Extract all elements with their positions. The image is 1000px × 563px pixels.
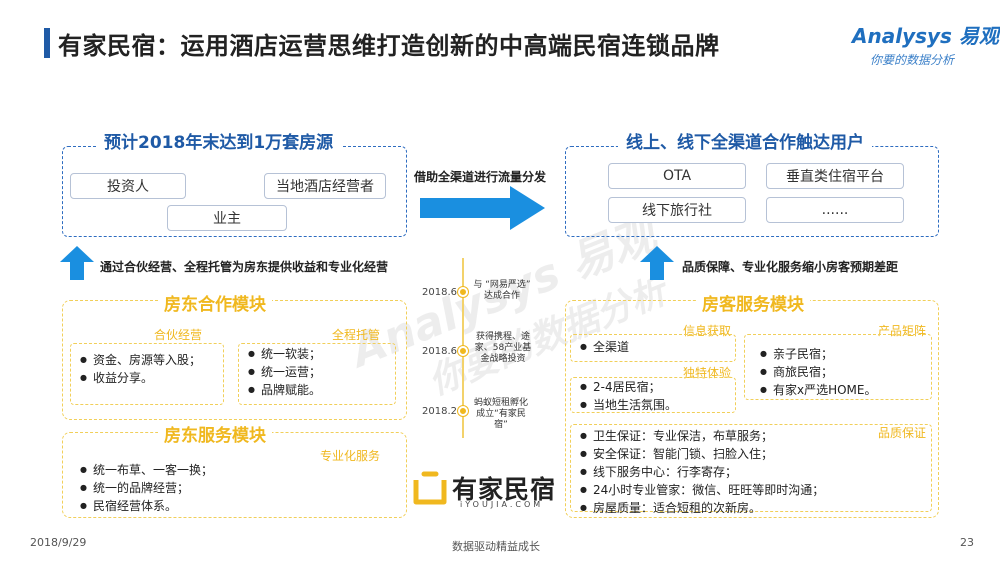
left-up-arrow — [60, 246, 94, 280]
landlord-coop-title: 房东合作模块 — [158, 290, 272, 315]
quality-tag: 品质保证 — [878, 426, 927, 440]
partnership-tag: 合伙经营 — [154, 328, 203, 342]
right-up-arrow — [640, 246, 674, 280]
left-note: 通过合伙经营、全程托管为房东提供收益和专业化经营 — [100, 260, 389, 274]
list-item: 卫生保证：专业保洁，布草服务； — [580, 428, 824, 446]
info-group — [570, 334, 736, 362]
professional-service-tag: 专业化服务 — [320, 449, 381, 463]
list-item: 品牌赋能。 — [248, 382, 321, 400]
hotel-operator-box: 当地酒店经营者 — [264, 173, 386, 199]
timeline-dot — [458, 406, 468, 416]
timeline-dot — [458, 346, 468, 356]
timeline-text: 获得携程、途家、58产业基金战略投资 — [474, 332, 532, 364]
list-item: 统一的品牌经营； — [80, 480, 213, 498]
page-number: 23 — [960, 536, 974, 549]
youjia-logo-name: 有家民宿 — [452, 475, 557, 504]
list-item: 2-4居民宿； — [580, 379, 677, 397]
list-item: 线下服务中心：行李寄存； — [580, 464, 824, 482]
partnership-group — [70, 343, 224, 405]
timeline-date: 2018.6 — [422, 287, 457, 298]
hosting-tag: 全程托管 — [332, 328, 381, 342]
right-arrow — [420, 186, 545, 230]
list-item: 有家x严选HOME。 — [760, 382, 877, 400]
vertical-platform-box: 垂直类住宿平台 — [766, 163, 904, 189]
list-item: 统一运营； — [248, 364, 321, 382]
list-item: 亲子民宿； — [760, 346, 877, 364]
info-bullets: 全渠道 — [580, 339, 629, 357]
brand-logo: Analysys 易观 你要的数据分析 — [852, 20, 999, 70]
list-item: 24小时专业管家：微信、旺旺等即时沟通； — [580, 482, 824, 500]
list-item: 民宿经营体系。 — [80, 498, 213, 516]
right-note: 品质保障、专业化服务缩小房客预期差距 — [682, 260, 899, 274]
page-title: 有家民宿：运用酒店运营思维打造创新的中高端民宿连锁品牌 — [58, 32, 720, 60]
list-item: 收益分享。 — [80, 370, 201, 388]
ota-box: OTA — [608, 163, 746, 189]
list-item: 当地生活氛围。 — [580, 397, 677, 415]
experience-bullets: 2-4居民宿； 当地生活氛围。 — [580, 379, 677, 415]
youjia-logo-url: iYOUJIA.COM — [460, 500, 544, 509]
right-top-box — [565, 146, 939, 237]
list-item: 商旅民宿； — [760, 364, 877, 382]
owner-box: 业主 — [167, 205, 287, 231]
timeline-text: 与 “网易严选” 达成合作 — [473, 280, 531, 301]
footer-date: 2018/9/29 — [30, 536, 87, 549]
landlord-service-bullets: 统一布草、一客一换； 统一的品牌经营； 民宿经营体系。 — [80, 462, 213, 516]
list-item: 房屋质量：适合短租的次新房。 — [580, 500, 824, 518]
list-item: 统一软装； — [248, 346, 321, 364]
timeline-dot — [458, 287, 468, 297]
title-accent-bar — [44, 28, 50, 58]
experience-tag: 独特体验 — [683, 366, 732, 380]
list-item: 全渠道 — [580, 339, 629, 357]
footer-center: 数据驱动精益成长 — [452, 540, 540, 553]
brand-main: Analysys 易观 — [852, 24, 999, 48]
list-item: 统一布草、一客一换； — [80, 462, 213, 480]
more-box: ...... — [766, 197, 904, 223]
offline-agency-box: 线下旅行社 — [608, 197, 746, 223]
timeline-date: 2018.2 — [422, 406, 457, 417]
partnership-bullets: 资金、房源等入股； 收益分享。 — [80, 352, 201, 388]
youjia-logo-icon — [413, 471, 447, 505]
landlord-service-title: 房东服务模块 — [158, 421, 272, 446]
hosting-group — [238, 343, 396, 405]
list-item: 资金、房源等入股； — [80, 352, 201, 370]
product-bullets: 亲子民宿； 商旅民宿； 有家x严选HOME。 — [760, 346, 877, 400]
guest-service-title: 房客服务模块 — [696, 290, 810, 315]
quality-bullets: 卫生保证：专业保洁，布草服务； 安全保证：智能门锁、扫脸入住； 线下服务中心：行… — [580, 428, 824, 518]
hosting-bullets: 统一软装； 统一运营； 品牌赋能。 — [248, 346, 321, 400]
right-top-title: 线上、线下全渠道合作触达用户 — [618, 128, 872, 153]
channel-arrow-label: 借助全渠道进行流量分发 — [414, 170, 547, 184]
list-item: 安全保证：智能门锁、扫脸入住； — [580, 446, 824, 464]
timeline-date: 2018.6 — [422, 346, 457, 357]
investor-box: 投资人 — [70, 173, 186, 199]
brand-sub: 你要的数据分析 — [870, 53, 955, 67]
timeline-text: 蚂蚁短租孵化成立“有家民宿” — [473, 398, 528, 430]
left-top-title: 预计2018年末达到1万套房源 — [96, 128, 342, 153]
